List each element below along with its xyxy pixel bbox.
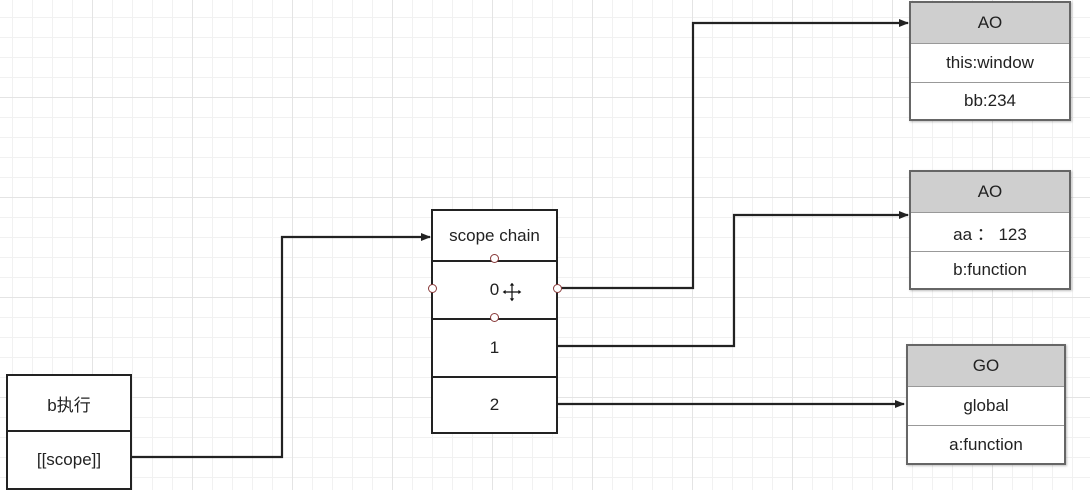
resize-handle-top[interactable] <box>490 254 499 263</box>
ao-object-a-title: AO <box>911 172 1069 212</box>
scope-chain-slot-2[interactable]: 2 <box>433 376 556 432</box>
resize-handle-bottom[interactable] <box>490 313 499 322</box>
ao-object-a-prop-b: b:function <box>911 251 1069 288</box>
ao-object-b-prop-bb: bb:234 <box>911 82 1069 119</box>
ao-object-a[interactable]: AO aa ： 123 b:function <box>909 170 1071 290</box>
go-object-prop-a: a:function <box>908 425 1064 463</box>
ao-object-b-prop-this: this:window <box>911 43 1069 82</box>
exec-scope-property: [[scope]] <box>8 430 130 488</box>
exec-context-box[interactable]: b执行 [[scope]] <box>6 374 132 490</box>
exec-context-title: b执行 <box>47 395 91 415</box>
scope-chain-slot-1[interactable]: 1 <box>433 318 556 376</box>
arrow-scope-to-chain[interactable] <box>131 233 431 459</box>
arrow-slot0-to-ao-b[interactable] <box>557 19 909 290</box>
go-object-title: GO <box>908 346 1064 386</box>
ao-object-b[interactable]: AO this:window bb:234 <box>909 1 1071 121</box>
ao-object-a-prop-aa: aa ： 123 <box>911 212 1069 251</box>
scope-chain-slot-0[interactable]: 0 <box>433 260 556 318</box>
go-object-prop-global: global <box>908 386 1064 425</box>
go-object[interactable]: GO global a:function <box>906 344 1066 465</box>
resize-handle-left[interactable] <box>428 284 437 293</box>
arrow-slot1-to-ao-a[interactable] <box>557 211 909 348</box>
scope-chain-title: scope chain <box>449 225 540 245</box>
move-cursor-icon <box>501 281 523 303</box>
ao-object-b-title: AO <box>911 3 1069 43</box>
resize-handle-right[interactable] <box>553 284 562 293</box>
